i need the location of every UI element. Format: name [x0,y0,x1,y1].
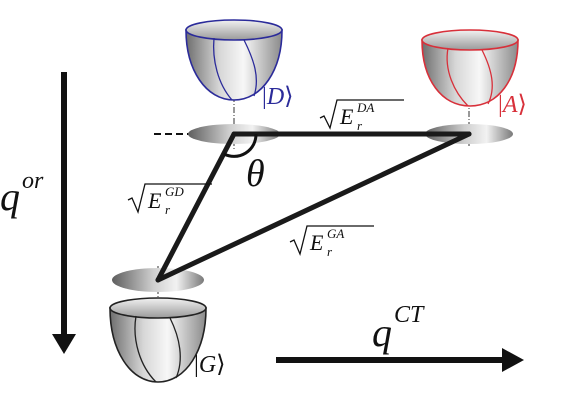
horizontal-axis-sup: CT [394,302,425,328]
edge-gd-line [155,131,237,283]
edge-ga-label: E r GA [289,225,374,259]
acceptor-bowl [421,29,519,107]
angle-theta-label: θ [246,153,265,195]
edge-gd-sup: GD [165,184,184,199]
vertical-axis-letter: q [0,174,20,219]
donor-state-label: |D⟩ [262,84,294,110]
sqrt-icon [319,99,404,130]
arrow-right-icon [502,348,524,372]
sqrt-icon [289,225,374,257]
acceptor-bowl-rim [421,29,519,51]
bowl-icon [421,39,519,107]
donor-bowl [185,19,283,101]
edge-da-sub: r [357,118,363,133]
acceptor-bowl-meridian [481,49,493,105]
edge-gd-label: E r GD [127,183,212,217]
donor-bowl-meridian [212,37,233,101]
vertical-axis-sup: or [22,168,44,194]
ground-state-label: |G⟩ [194,352,226,378]
horizontal-axis-letter: q [372,310,392,355]
edge-da-letter: E [339,104,354,129]
donor-bowl-rim [185,19,283,41]
vertical-axis-label: q or [0,168,44,219]
ground-bowl-meridian [134,315,157,383]
ground-bowl [109,297,207,383]
edge-ga-sub: r [327,244,333,259]
vertical-axis-arrow [52,72,76,354]
horizontal-axis-arrow [276,348,524,372]
arrow-down-icon [52,334,76,354]
ground-bowl-meridian [169,317,181,379]
bowl-icon [185,29,283,101]
acceptor-state-label: |A⟩ [498,92,527,118]
edge-gd-letter: E [147,188,162,213]
acceptor-bowl-meridian [446,47,469,107]
sqrt-icon [127,183,212,215]
edge-da-sup: DA [356,100,374,115]
edge-ga-letter: E [309,230,324,255]
edge-ga-line [155,131,472,283]
angle-arc [223,133,258,158]
energy-triangle [155,131,472,283]
edge-gd-sub: r [165,202,171,217]
donor-bowl-meridian [243,39,258,97]
edge-ga-sup: GA [327,226,344,241]
edge-da-label: E r DA [319,99,404,133]
bowl-icon [109,307,207,383]
horizontal-axis-label: q CT [372,302,425,355]
ground-bowl-rim [109,297,207,319]
